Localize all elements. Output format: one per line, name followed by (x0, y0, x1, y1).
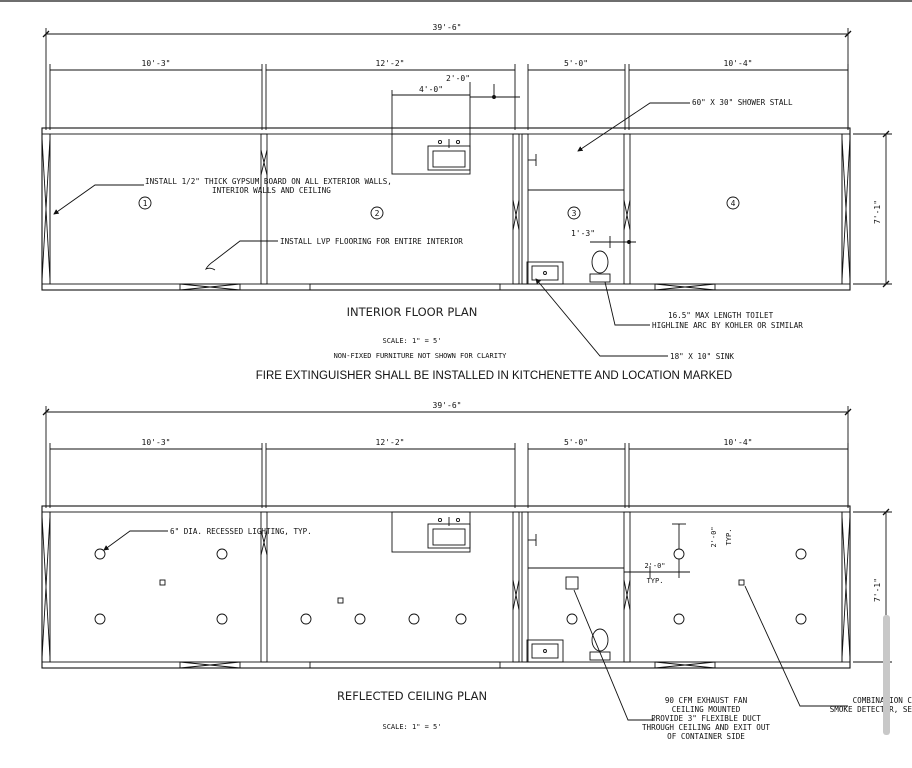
exhaust-fan-icon (565, 576, 579, 590)
rcp-typ-label-horizontal: TYP. (647, 577, 664, 585)
toilet-icon (591, 250, 609, 274)
floor-plan-scale: SCALE: 1" = 5' (382, 337, 441, 345)
dim-room1: 10'-3" (142, 59, 171, 68)
rcp-dim-room2: 12'-2" (376, 438, 405, 447)
callout-sink: 18" X 10" SINK (670, 352, 734, 361)
callout-fan-line5: OF CONTAINER SIDE (667, 732, 745, 741)
callout-smoke-line1: COMBINATION C (853, 696, 912, 705)
callout-flooring: INSTALL LVP FLOORING FOR ENTIRE INTERIOR (280, 237, 463, 246)
callout-recessed-lighting: 6" DIA. RECESSED LIGHTING, TYP. (170, 527, 312, 536)
kitchen-sink-icon (427, 145, 471, 171)
dim-room3: 5'-0" (564, 59, 588, 68)
room-number-4: 4 (731, 199, 736, 208)
callout-fan-line4: THROUGH CEILING AND EXIT OUT (642, 723, 770, 732)
dim-counter: 4'-0" (419, 85, 443, 94)
rcp-dim-room3: 5'-0" (564, 438, 588, 447)
interior-floor-plan (41, 28, 892, 357)
dim-overall: 39'-6" (433, 23, 462, 32)
callout-smoke-line2: SMOKE DETECTOR, SE (830, 705, 912, 714)
floor-plan-title: INTERIOR FLOOR PLAN (347, 305, 478, 319)
callout-toilet-line1: 16.5" MAX LENGTH TOILET (668, 311, 774, 320)
ceiling-plan-title: REFLECTED CEILING PLAN (337, 689, 487, 703)
rcp-dim-room4: 10'-4" (724, 438, 753, 447)
dim-toilet-clearance: 1'-3" (571, 229, 595, 238)
callout-fan-line3: PROVIDE 3" FLEXIBLE DUCT (651, 714, 761, 723)
callout-fan-line1: 90 CFM EXHAUST FAN (665, 696, 748, 705)
dim-counter-gap: 2'-0" (446, 74, 470, 83)
floor-plan-note: NON-FIXED FURNITURE NOT SHOWN FOR CLARIT… (334, 352, 508, 360)
rcp-dim-height: 7'-1" (873, 578, 882, 602)
dim-room4: 10'-4" (724, 59, 753, 68)
fire-extinguisher-note: FIRE EXTINGUISHER SHALL BE INSTALLED IN … (256, 370, 733, 382)
window-top-border (0, 0, 912, 2)
room-number-3: 3 (572, 209, 577, 218)
callout-toilet-line2: HIGHLINE ARC BY KOHLER OR SIMILAR (652, 321, 803, 330)
reflected-ceiling-plan (41, 406, 892, 721)
callout-shower: 60" X 30" SHOWER STALL (692, 98, 793, 107)
dim-room2: 12'-2" (376, 59, 405, 68)
rcp-dim-typ-vertical: 2'-0" (710, 526, 718, 547)
ceiling-plan-labels: 39'-6" 10'-3" 12'-2" 5'-0" 10'-4" 7'-1" … (142, 401, 912, 741)
rcp-dim-room1: 10'-3" (142, 438, 171, 447)
vertical-scrollbar[interactable] (883, 615, 890, 735)
bath-sink-icon (526, 261, 564, 285)
callout-gypsum-line2: INTERIOR WALLS AND CEILING (212, 186, 331, 195)
rcp-dim-overall: 39'-6" (433, 401, 462, 410)
callout-fan-line2: CEILING MOUNTED (672, 705, 741, 714)
recessed-light-icons (94, 548, 807, 625)
rcp-typ-label-vertical: TYP. (725, 529, 733, 546)
floor-plan-labels: 39'-6" 10'-3" 12'-2" 5'-0" 10'-4" 4'-0" … (142, 23, 882, 382)
dim-height: 7'-1" (873, 200, 882, 224)
smoke-detector-icon (159, 579, 166, 586)
ceiling-plan-scale: SCALE: 1" = 5' (382, 723, 441, 731)
callout-gypsum-line1: INSTALL 1/2" THICK GYPSUM BOARD ON ALL E… (145, 177, 392, 186)
room-number-2: 2 (375, 209, 380, 218)
room-number-1: 1 (143, 199, 148, 208)
rcp-dim-typ-horizontal: 2'-0" (644, 562, 665, 570)
